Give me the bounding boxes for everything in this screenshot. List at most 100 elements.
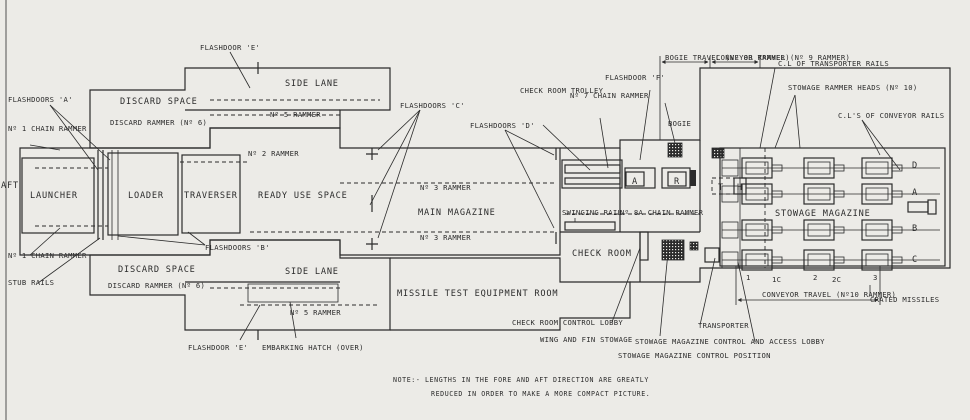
box-t-label: T <box>718 183 724 193</box>
stub-rails-label: STUB RAILS <box>8 278 54 287</box>
rammer-head <box>833 190 845 198</box>
traverser-label: TRAVERSER <box>184 191 238 201</box>
loader-label: LOADER <box>128 191 164 201</box>
flashdoors-a-label: FLASHDOORS 'A' <box>8 95 73 104</box>
no8a-chain-rammer-label: Nº 8A CHAIN RAMMER <box>620 208 704 217</box>
col-3-label: 3 <box>873 273 878 282</box>
rammer-head <box>833 164 845 172</box>
crated-missiles-label: CRATED MISSILES <box>870 295 939 304</box>
transporter-label: TRANSPORTER <box>698 321 749 330</box>
missile-crate-inner <box>807 253 831 267</box>
flashdoors-c-label: FLASHDOORS 'C' <box>400 101 465 110</box>
row-d-label: D <box>912 161 918 171</box>
flashdoor-e-top-label: FLASHDOOR 'E' <box>200 43 260 52</box>
rammer-head <box>891 226 903 234</box>
launcher-label: LAUNCHER <box>30 191 78 201</box>
missile-test-room-label: MISSILE TEST EQUIPMENT ROOM <box>397 289 558 299</box>
missile-crate-inner <box>865 187 889 201</box>
missile-crate-inner <box>865 223 889 237</box>
transporter-cell <box>721 251 739 269</box>
no3-rammer-bottom-label: Nº 3 RAMMER <box>420 233 471 242</box>
check-room-control-lobby-label: CHECK ROOM CONTROL LOBBY <box>512 318 623 327</box>
rammer-tracks <box>35 99 700 306</box>
missile-crate-inner <box>807 161 831 175</box>
row-a-label: A <box>912 188 918 198</box>
check-room-trolley-label: CHECK ROOM TROLLEY <box>520 86 604 95</box>
end-fitting <box>927 199 937 215</box>
stowage-frame <box>719 147 946 267</box>
flashdoors-d-label: FLASHDOORS 'D' <box>470 121 535 130</box>
row-b-label: B <box>912 224 918 234</box>
no1-chain-rammer-top-label: Nº 1 CHAIN RAMMER <box>8 124 87 133</box>
conveyor-travel-bottom-label: CONVEYOR TRAVEL (Nº10 RAMMER) <box>762 290 896 299</box>
rammer-head <box>771 164 783 172</box>
missile-crate-inner <box>745 223 769 237</box>
main-magazine-label: MAIN MAGAZINE <box>418 208 496 218</box>
discard-space-top-label: DISCARD SPACE <box>120 97 198 107</box>
no1-chain-rammer-bottom-label: Nº 1 CHAIN RAMMER <box>8 251 87 260</box>
swinging-rail-label: SWINGING RAIL <box>562 208 622 217</box>
stowage-magazine-grid <box>625 147 946 271</box>
missile-crate-inner <box>745 253 769 267</box>
note-line-2: REDUCED IN ORDER TO MAKE A MORE COMPACT … <box>431 390 650 398</box>
end-fitting <box>907 201 929 213</box>
side-lane-bottom-label: SIDE LANE <box>285 267 339 277</box>
embarking-hatch-label: EMBARKING HATCH (OVER) <box>262 343 364 352</box>
col-1c-label: 1C <box>772 275 781 284</box>
rammer-head <box>833 226 845 234</box>
missile-crate-inner <box>865 253 889 267</box>
col-1-label: 1 <box>746 273 751 282</box>
stowage-control-access-lobby-label: STOWAGE MAGAZINE CONTROL AND ACCESS LOBB… <box>635 337 825 346</box>
discard-rammer-bottom-label: DISCARD RAMMER (Nº 6) <box>108 281 205 290</box>
travel-dimensions-top <box>659 56 761 140</box>
col-2-label: 2 <box>813 273 818 282</box>
no7-chain-rammer-label: Nº 7 CHAIN RAMMER <box>570 91 649 100</box>
flashdoor-marks <box>257 62 557 340</box>
col-2c-label: 2C <box>832 275 841 284</box>
cls-conveyor-rails-label: C.L'S OF CONVEYOR RAILS <box>838 111 944 120</box>
flashdoors-b-label: FLASHDOORS 'B' <box>205 243 270 252</box>
rammer-head <box>833 256 845 264</box>
flashdoor-f-label: FLASHDOOR 'F' <box>605 73 665 82</box>
no2-rammer-label: Nº 2 RAMMER <box>248 149 299 158</box>
bogie-label: BOGIE <box>668 119 691 128</box>
row-c-label: C <box>912 255 918 265</box>
conveyor-travel-dimension <box>735 266 881 305</box>
wing-fin-stowage-label: WING AND FIN STOWAGE <box>540 335 633 344</box>
rammer-head <box>891 256 903 264</box>
conveyor-travel-top-label: CONVEYOR TRAVEL (Nº 9 RAMMER) <box>716 53 850 62</box>
discard-rammer-top-label: DISCARD RAMMER (Nº 6) <box>110 118 207 127</box>
no5-rammer-bottom-label: Nº 5 RAMMER <box>290 308 341 317</box>
ready-use-space-label: READY USE SPACE <box>258 191 348 201</box>
cl-transporter-rails-label: C.L OF TRANSPORTER RAILS <box>778 59 889 68</box>
transporter-cell <box>721 221 739 239</box>
no5-rammer-top-label: Nº 5 RAMMER <box>270 110 321 119</box>
missile-crate-inner <box>807 187 831 201</box>
missile-crate-inner <box>745 161 769 175</box>
rammer-head <box>771 256 783 264</box>
box-a <box>625 171 645 187</box>
compartment-outlines <box>19 67 951 331</box>
launcher-loader-traverser-blocks <box>21 150 241 240</box>
rammer-head <box>771 190 783 198</box>
flashdoor-e-bottom-label: FLASHDOOR 'E' <box>188 343 248 352</box>
missile-crate-inner <box>865 161 889 175</box>
bogie-travel-label: BOGIE TRAVEL (Nº 8B RAMMER) <box>665 53 790 62</box>
transporter-cell <box>721 159 739 177</box>
box-r <box>667 171 687 187</box>
missile-crate-inner <box>807 223 831 237</box>
discard-space-bottom-label: DISCARD SPACE <box>118 265 196 275</box>
box-h-label: H <box>737 183 743 193</box>
leader-lines <box>29 51 901 343</box>
box-a-label: A <box>632 177 638 187</box>
box-r-label: R <box>674 177 680 187</box>
rammer-head <box>891 164 903 172</box>
aft-label: AFT <box>1 181 19 191</box>
no3-rammer-top-label: Nº 3 RAMMER <box>420 183 471 192</box>
rammer-head <box>771 226 783 234</box>
side-lane-top-label: SIDE LANE <box>285 79 339 89</box>
box-h <box>733 177 747 195</box>
note-line-1: NOTE:- LENGTHS IN THE FORE AND AFT DIREC… <box>393 376 649 384</box>
rammer-head <box>891 190 903 198</box>
